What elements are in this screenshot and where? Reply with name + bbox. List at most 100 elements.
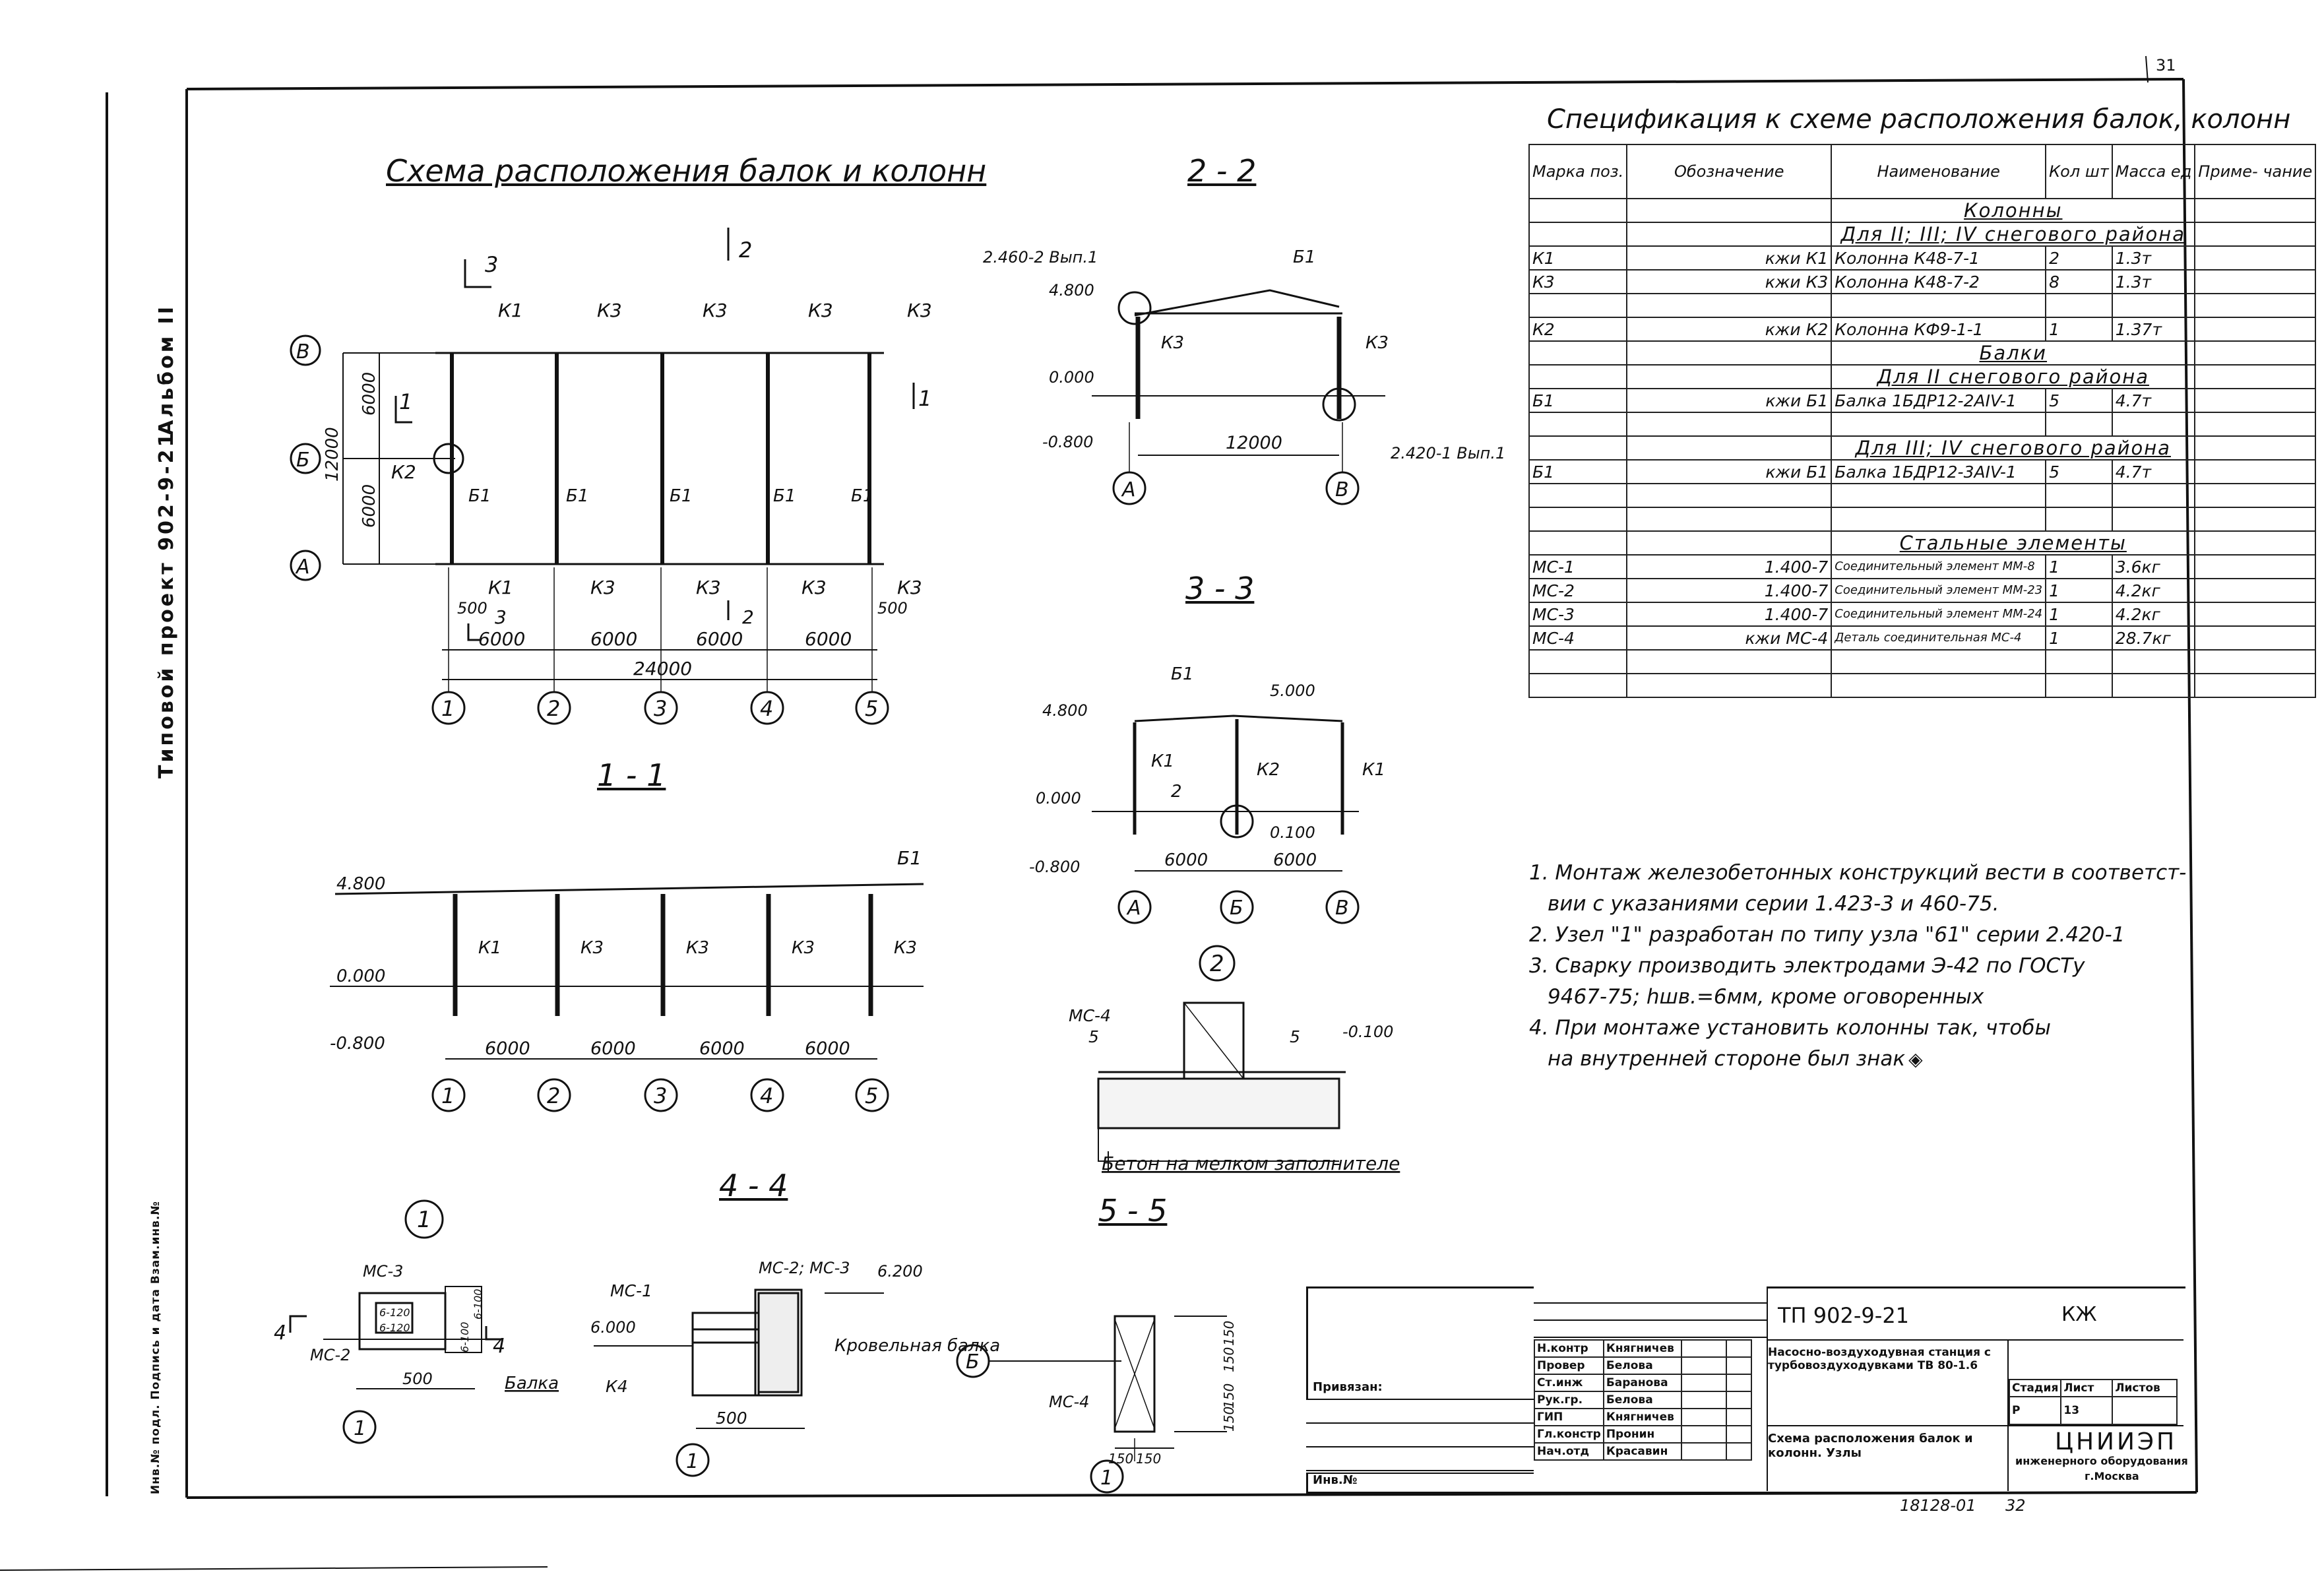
spec-row: [1528, 507, 2317, 532]
s33-node: 2: [1171, 782, 1182, 802]
tb-stage: Р: [2008, 1396, 2062, 1425]
spec-cell: К2: [1528, 317, 1628, 342]
plan-cut: 3: [495, 606, 507, 628]
spec-cell: 8: [2045, 269, 2113, 294]
spec-cell: [1831, 673, 2047, 698]
spec-cell: [2194, 649, 2317, 674]
spec-cell: [1626, 649, 1833, 674]
s33-col: К1: [1151, 751, 1174, 771]
tb-sheet-title: Схема расположения балок и колонн. Узлы: [1768, 1432, 1973, 1460]
s44-label: 1: [686, 1450, 699, 1473]
node1-marker: 1: [417, 1207, 431, 1233]
s33-level: 5.000: [1270, 682, 1315, 700]
spec-cell: [1626, 293, 1833, 318]
plan-dim: 6000: [478, 628, 525, 650]
s33-axis: Б: [1230, 897, 1243, 920]
spec-cell: [2045, 293, 2113, 318]
plan-col-label: К3: [590, 577, 615, 598]
s22-level: 4.800: [1049, 281, 1094, 300]
plan-axis-label: А: [295, 556, 310, 579]
plan-cut: 1: [399, 389, 412, 414]
spec-cell: [2194, 459, 2317, 484]
s33-col: К2: [1257, 760, 1280, 780]
privyazan-grid: [1306, 1399, 1534, 1474]
spec-cell: [2194, 245, 2317, 270]
spec-cell: [2194, 412, 2317, 437]
s11-col: К3: [686, 938, 709, 958]
s55-dim: 150: [1221, 1407, 1237, 1432]
s33-beam: Б1: [1171, 664, 1193, 684]
plan-axis-label: 4: [760, 696, 773, 721]
spec-cell: Соединительный элемент ММ-23: [1831, 578, 2047, 603]
note-line: 2. Узел "1" разработан по типу узла "61"…: [1529, 923, 2125, 947]
s11-axis: 3: [654, 1083, 667, 1108]
spec-cell: [2045, 673, 2113, 698]
plan-beam-label: Б1: [851, 486, 873, 506]
node2-label: МС-4: [1069, 1006, 1111, 1025]
tb-code-row: [1767, 1339, 2183, 1341]
spec-cell: [1831, 507, 2047, 532]
plan-col-label: К3: [597, 300, 622, 321]
tb-sheets-h: Листов: [2112, 1379, 2178, 1397]
s55-dim: 150: [1136, 1451, 1161, 1467]
node1-label: Балка: [505, 1374, 559, 1393]
section-2-2-title: 2 - 2: [1187, 153, 1257, 189]
archive-stamp: Инв.№ подл. Подпись и дата Взам.инв.№: [149, 1201, 162, 1494]
tb-name: Белова: [1602, 1356, 1682, 1375]
section-3-3-title: 3 - 3: [1185, 571, 1255, 606]
spec-cell: 1.3т: [2111, 245, 2196, 270]
spec-cell: 5: [2045, 388, 2113, 413]
s11-beam: Б1: [897, 847, 922, 869]
s11-level: 4.800: [336, 874, 385, 894]
tb-role: Ст.инж: [1534, 1374, 1604, 1392]
project-label: Типовой проект 902-9-21: [155, 430, 178, 778]
s55-axis: Б: [966, 1350, 980, 1374]
tb-city: г.Москва: [2085, 1470, 2139, 1482]
spec-cell: 1.400-7: [1626, 602, 1833, 627]
spec-cell: кжи К3: [1626, 269, 1833, 294]
tb-org2: инженерного оборудования: [2015, 1455, 2188, 1467]
spec-cell: [2194, 388, 2317, 413]
spec-section: Стальные элементы: [1831, 530, 2196, 556]
tb-name: Белова: [1602, 1391, 1682, 1409]
spec-cell: [1831, 293, 2047, 318]
spec-cell: [2194, 269, 2317, 294]
s22-col: К3: [1161, 333, 1184, 353]
s44-label: К4: [606, 1377, 628, 1396]
node2-label: 5: [1088, 1027, 1099, 1046]
spec-cell: [2194, 673, 2317, 698]
tb-role: Рук.гр.: [1534, 1391, 1604, 1409]
node2-label: -0.100: [1342, 1023, 1393, 1041]
s11-dim: 6000: [699, 1038, 745, 1059]
s11-col: К3: [894, 938, 917, 958]
spec-row: Для III; IV снегового района: [1528, 435, 2317, 461]
spec-title: Спецификация к схеме расположения балок,…: [1547, 104, 2291, 135]
spec-row: [1528, 649, 2317, 674]
tb-divider: [1767, 1425, 2183, 1426]
spec-cell: 1.400-7: [1626, 554, 1833, 579]
album-label: Альбом II: [155, 303, 178, 435]
plan-total-dim: 24000: [633, 658, 692, 680]
plan-beam-label: Б1: [468, 486, 491, 506]
section-4-4-title: 4 - 4: [719, 1168, 788, 1203]
s22-beam: Б1: [1293, 247, 1315, 267]
spec-header: Масса ед: [2111, 144, 2196, 199]
tb-name: Пронин: [1602, 1425, 1682, 1444]
plan-cut: 2: [739, 238, 752, 263]
spec-cell: Колонна КФ9-1-1: [1831, 317, 2047, 342]
node1-label: МС-2: [310, 1346, 350, 1364]
s22-col: К3: [1366, 333, 1389, 353]
plan-axis-label: 2: [547, 696, 560, 721]
s44-label: 6.000: [590, 1318, 636, 1337]
spec-cell: 5: [2045, 459, 2113, 484]
section-5-5-title: 5 - 5: [1098, 1193, 1168, 1228]
spec-cell: 1: [2045, 554, 2113, 579]
s22-span: 12000: [1226, 433, 1282, 453]
plan-edge: 500: [457, 599, 487, 618]
spec-cell: [1528, 507, 1628, 532]
